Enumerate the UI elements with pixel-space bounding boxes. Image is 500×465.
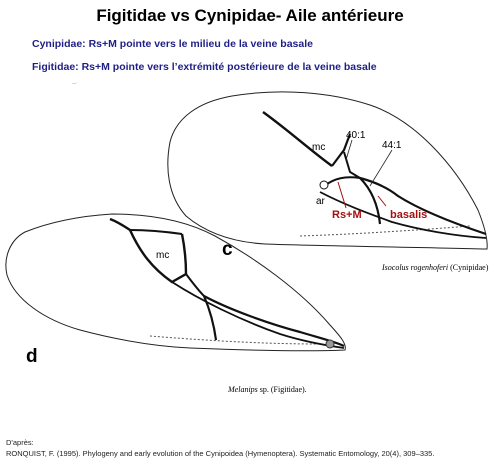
wing-c-rsm	[323, 176, 361, 187]
wing-c-marginal	[343, 151, 361, 179]
tiny-mark: —·	[72, 80, 78, 85]
wing-c	[167, 91, 488, 250]
note-figitidae: Figitidae: Rs+M pointe vers l’extrémité …	[32, 61, 377, 73]
wing-d-stigma	[325, 339, 335, 349]
wing-d-rsm	[185, 273, 205, 297]
wing-d-costa	[109, 217, 131, 231]
wing-d-outline	[5, 213, 346, 352]
wing-d-radial	[129, 229, 183, 235]
wing-c-ratio2-leader	[369, 149, 393, 187]
wing-c-costa	[262, 111, 333, 167]
wing-c-radial	[331, 133, 352, 167]
wing-c-ratio2-label: 44:1	[382, 140, 402, 151]
wing-c-ar-label: ar	[316, 196, 326, 207]
note-cynipidae: Cynipidae: Rs+M pointe vers le milieu de…	[32, 38, 313, 50]
wing-c-anal	[319, 191, 487, 239]
wing-d-mc-label: mc	[156, 250, 169, 261]
wing-c-areolet	[319, 180, 329, 190]
wing-c-ratio1-label: 40:1	[346, 130, 366, 141]
wing-d-letter: d	[26, 346, 38, 367]
wing-c-ratio1-leader	[345, 139, 353, 161]
wing-c-basalis	[359, 177, 382, 225]
page-title: Figitidae vs Cynipidae- Aile antérieure	[96, 6, 404, 25]
wing-d	[5, 213, 346, 352]
wing-c-fold	[299, 225, 471, 237]
wing-c-basalis-leader	[377, 195, 387, 207]
wing-d-caption: Melanips sp. (Figitidae).	[227, 385, 307, 394]
wing-c-letter: c	[222, 239, 233, 260]
wing-c-rsm-label: Rs+M	[332, 209, 362, 221]
source-intro: D'après:	[6, 438, 34, 447]
wing-d-cubital	[203, 295, 345, 347]
wing-d-fold	[149, 335, 321, 345]
wing-c-caption: Isocolus rogenhoferi (Cynipidae)	[381, 263, 489, 272]
wing-c-cubital	[359, 176, 487, 236]
wing-c-rsm-leader	[337, 181, 347, 209]
wing-d-basalis	[202, 295, 218, 341]
wing-c-mc-label: mc	[312, 142, 325, 153]
source-reference: RONQUIST, F. (1995). Phylogeny and early…	[6, 449, 435, 458]
wing-c-outline	[167, 91, 488, 250]
wing-c-basalis-label: basalis	[390, 209, 427, 221]
